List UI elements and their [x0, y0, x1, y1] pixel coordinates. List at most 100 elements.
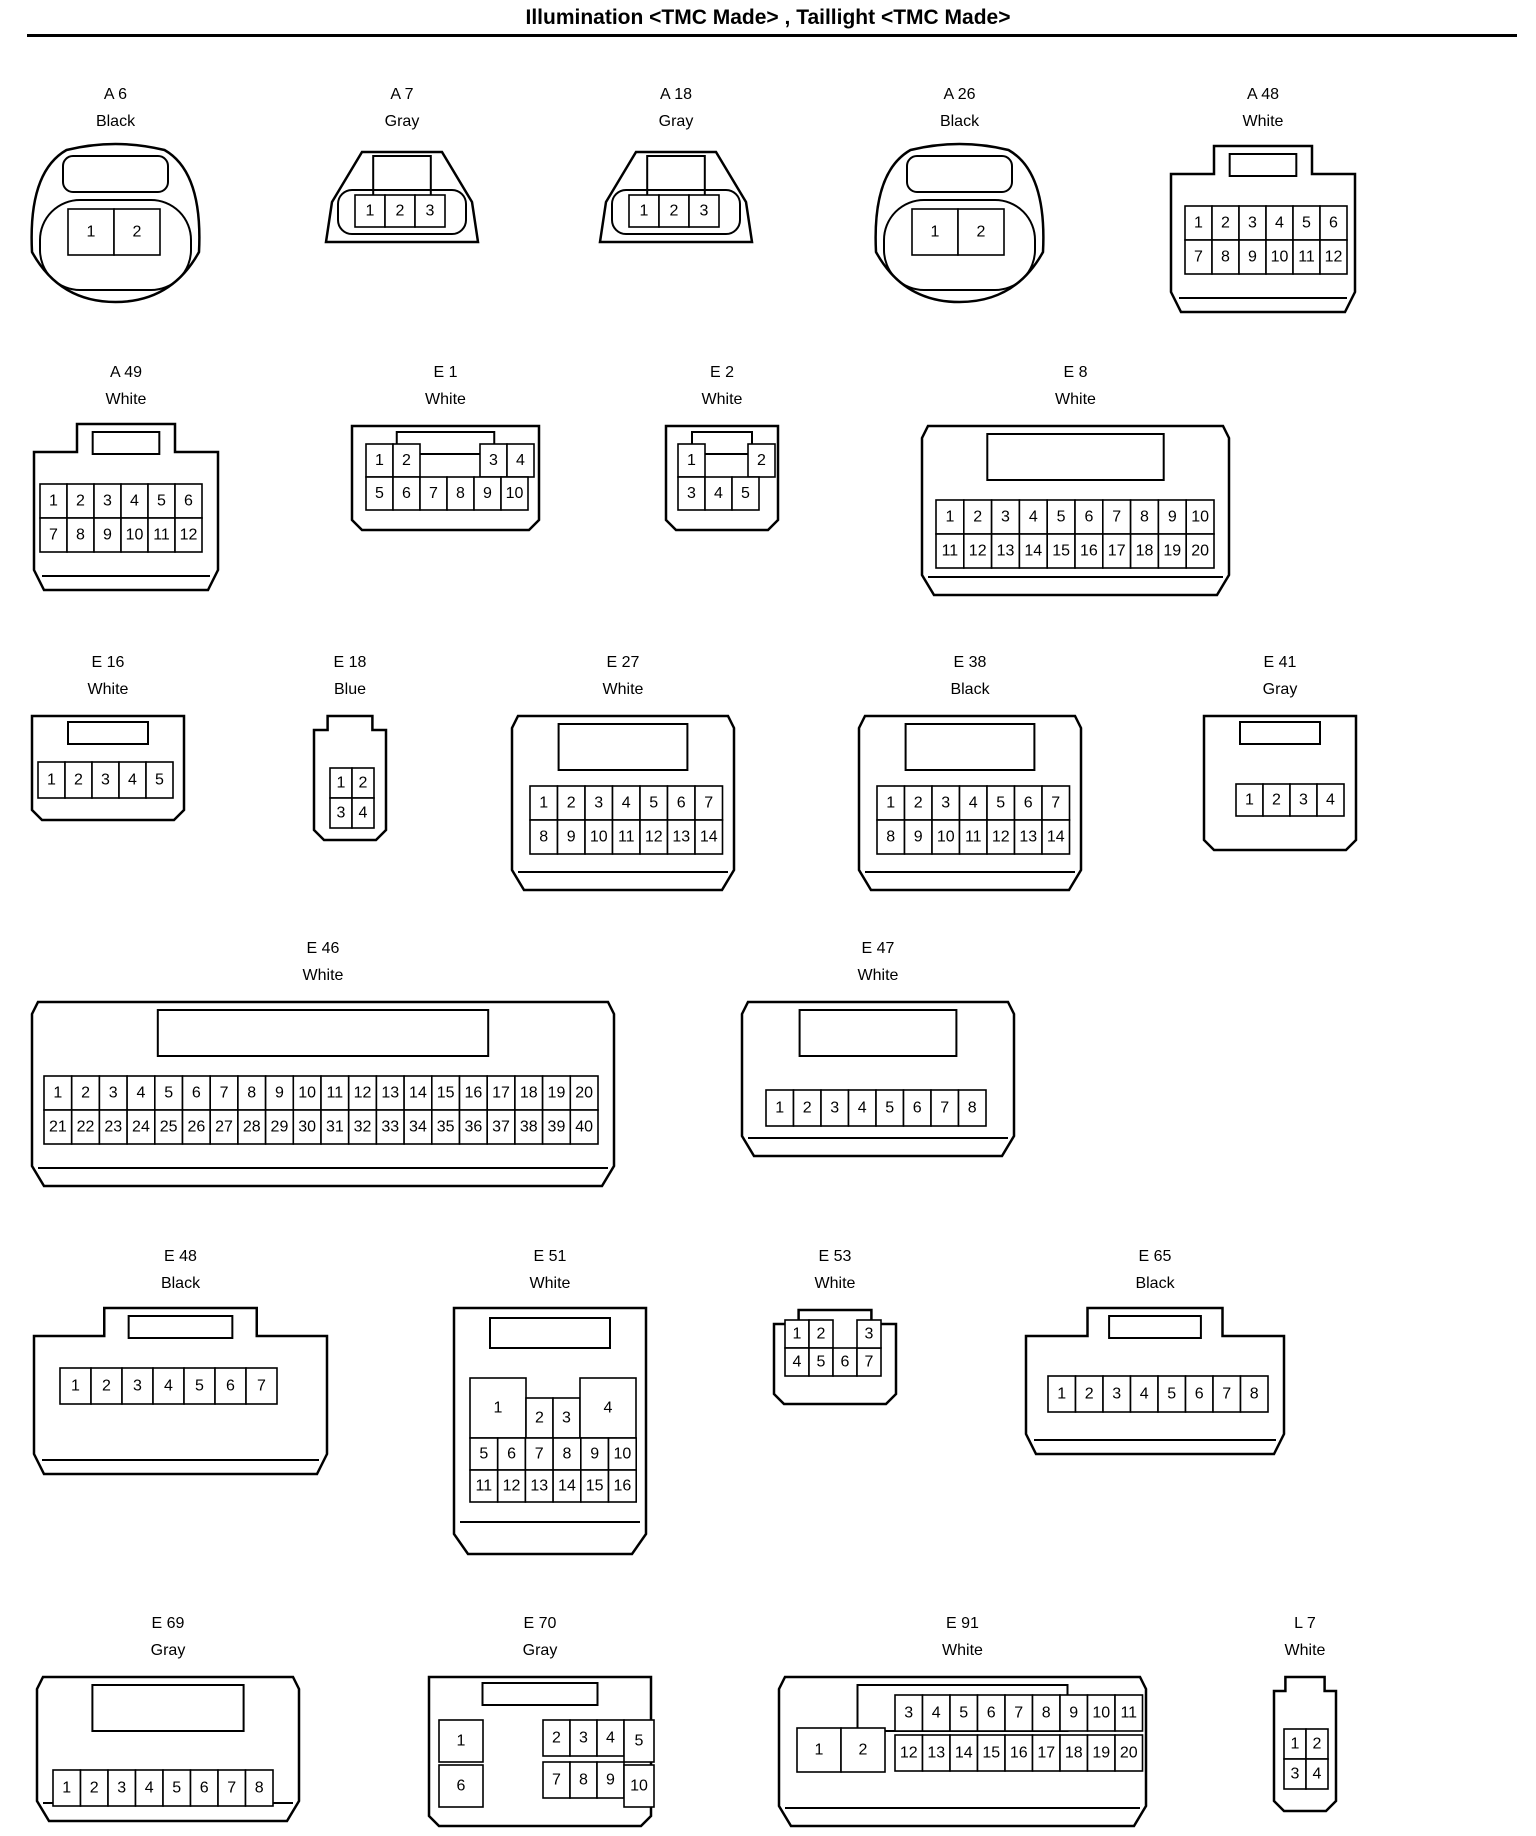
- connector-id: L 7: [1294, 1615, 1316, 1632]
- pin-cell: 5: [623, 1719, 655, 1763]
- pin-cell: 15: [1046, 533, 1076, 569]
- pin-cell: 10: [607, 1437, 638, 1471]
- svg-text:10: 10: [937, 829, 955, 846]
- svg-text:14: 14: [1024, 543, 1042, 560]
- svg-text:7: 7: [552, 1772, 561, 1789]
- pin-cell: 13: [375, 1075, 405, 1111]
- svg-text:4: 4: [714, 485, 723, 502]
- pin-cell: 2: [840, 1727, 886, 1773]
- pin-cell: 6: [438, 1764, 484, 1808]
- svg-text:6: 6: [1329, 215, 1338, 232]
- pin-cell: 25: [154, 1109, 184, 1145]
- svg-text:1: 1: [62, 1780, 71, 1797]
- pin-cell: 15: [976, 1734, 1006, 1772]
- svg-text:3: 3: [904, 1705, 913, 1722]
- svg-text:2: 2: [1085, 1386, 1094, 1403]
- svg-text:8: 8: [539, 829, 548, 846]
- svg-text:14: 14: [955, 1745, 973, 1762]
- pin-cell: 29: [264, 1109, 295, 1145]
- connector-color: White: [857, 967, 899, 984]
- pin-cell: 2: [747, 443, 776, 478]
- pin-cell: 4: [152, 1367, 185, 1405]
- pin-cell: 2: [79, 1769, 109, 1807]
- svg-text:13: 13: [1019, 829, 1037, 846]
- pin-cell: 11: [320, 1075, 350, 1111]
- svg-text:5: 5: [649, 795, 658, 812]
- connector-id: E 18: [333, 654, 367, 671]
- connector-color: White: [814, 1275, 856, 1292]
- svg-text:5: 5: [959, 1705, 968, 1722]
- svg-text:5: 5: [479, 1446, 488, 1463]
- svg-text:3: 3: [1299, 792, 1308, 809]
- svg-text:3: 3: [109, 1085, 118, 1102]
- pin-cell: 5: [639, 785, 669, 821]
- svg-text:6: 6: [402, 485, 411, 502]
- svg-text:2: 2: [859, 1742, 868, 1759]
- pin-cell: 12: [1319, 239, 1348, 275]
- pin-cell: 1: [1235, 783, 1264, 817]
- svg-text:1: 1: [775, 1100, 784, 1117]
- pin-cell: 6: [1074, 499, 1104, 535]
- pin-cell: 19: [541, 1075, 572, 1111]
- svg-text:4: 4: [1275, 215, 1284, 232]
- pin-cell: 2: [113, 208, 161, 256]
- svg-text:6: 6: [841, 1354, 850, 1371]
- pin-cell: 13: [990, 533, 1021, 569]
- pin-cell: 12: [496, 1469, 527, 1503]
- pin-cell: 2: [1074, 1375, 1104, 1413]
- svg-text:2: 2: [914, 795, 923, 812]
- pin-cell: 39: [541, 1109, 572, 1145]
- connector-id: E 1: [433, 364, 458, 381]
- connector-color: Gray: [522, 1642, 558, 1659]
- pin-cell: 1: [365, 443, 394, 478]
- pin-cell: 10: [584, 819, 614, 855]
- svg-text:10: 10: [1271, 249, 1289, 266]
- svg-text:18: 18: [1065, 1745, 1083, 1762]
- pin-cell: 2: [70, 1075, 101, 1111]
- pin-cell: 20: [569, 1075, 599, 1111]
- pin-cell: 8: [1211, 239, 1240, 275]
- pin-cell: 14: [552, 1469, 582, 1503]
- title-rule: [27, 34, 1517, 37]
- pin-cell: 8: [569, 1761, 598, 1799]
- connector-color: Gray: [384, 113, 420, 130]
- pin-cell: 4: [1305, 1758, 1329, 1790]
- svg-text:38: 38: [520, 1119, 538, 1136]
- svg-text:5: 5: [155, 772, 164, 789]
- svg-text:1: 1: [47, 772, 56, 789]
- svg-text:5: 5: [195, 1378, 204, 1395]
- pin-cell: 11: [935, 533, 965, 569]
- connector-id: E 16: [91, 654, 125, 671]
- pin-cell: 3: [93, 483, 122, 519]
- svg-text:9: 9: [914, 829, 923, 846]
- pin-cell: 30: [292, 1109, 322, 1145]
- svg-text:20: 20: [1120, 1745, 1138, 1762]
- pin-cell: 1: [52, 1769, 82, 1807]
- pin-cell: 2: [90, 1367, 123, 1405]
- page-title: Illumination <TMC Made> , Taillight <TMC…: [525, 6, 1011, 29]
- pin-cell: 5: [162, 1769, 192, 1807]
- pin-cell: 1: [935, 499, 965, 535]
- svg-text:13: 13: [530, 1478, 548, 1495]
- svg-text:1: 1: [1245, 792, 1254, 809]
- svg-text:12: 12: [900, 1745, 918, 1762]
- svg-text:2: 2: [977, 224, 986, 241]
- connector-color: White: [602, 681, 644, 698]
- pin-cell: 2: [792, 1089, 822, 1127]
- svg-text:6: 6: [1084, 509, 1093, 526]
- pin-cell: 3: [688, 194, 720, 228]
- pin-cell: 34: [403, 1109, 433, 1145]
- pin-cell: 7: [245, 1367, 278, 1405]
